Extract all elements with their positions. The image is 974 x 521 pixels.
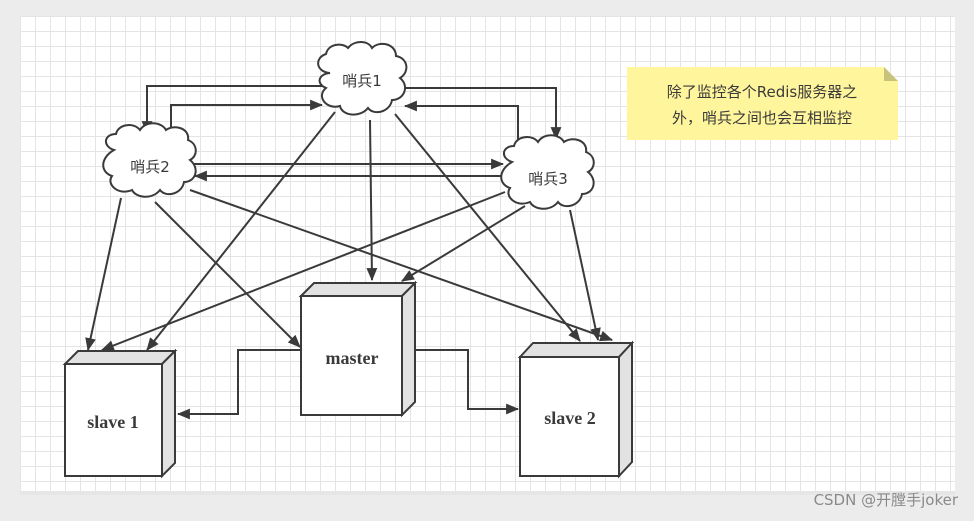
box-side-face — [618, 340, 633, 479]
box-front-face — [300, 295, 403, 416]
sentinel-node-s1[interactable]: 哨兵1 — [317, 41, 408, 116]
box-side-face — [161, 348, 176, 479]
edge-master-to-slave1 — [176, 349, 300, 420]
server-node-slave2[interactable]: slave 2 — [517, 340, 635, 479]
server-label-slave1: slave 1 — [87, 412, 139, 432]
server-label-slave2: slave 2 — [544, 408, 596, 428]
box-front-face — [64, 363, 163, 477]
edge-s3-to-slave2 — [569, 209, 601, 342]
edge-s1-to-master — [366, 119, 378, 282]
server-node-slave1[interactable]: slave 1 — [62, 348, 178, 479]
canvas-bottom-strip — [20, 491, 955, 495]
edge-s2-to-slave1 — [85, 197, 122, 352]
note-line-1: 除了监控各个Redis服务器之 — [667, 83, 857, 101]
edge-s3-to-master — [401, 205, 526, 282]
sentinel-label-s1: 哨兵1 — [342, 72, 382, 90]
cloud-icon — [317, 41, 408, 116]
edge-s3-to-s1 — [403, 100, 519, 146]
box-top-face — [517, 342, 635, 358]
sentinel-node-s2[interactable]: 哨兵2 — [102, 122, 197, 198]
sentinel-label-s3: 哨兵3 — [528, 170, 568, 188]
box-top-face — [298, 282, 418, 297]
edge-s1-to-s2 — [141, 85, 322, 135]
note-line-2: 外，哨兵之间也会互相监控 — [672, 109, 852, 127]
server-label-master: master — [326, 348, 379, 368]
note-body — [627, 67, 898, 140]
sentinel-label-s2: 哨兵2 — [130, 158, 170, 176]
server-node-master[interactable]: master — [298, 280, 418, 418]
watermark: CSDN @开膛手joker — [813, 491, 958, 509]
box-top-face — [62, 350, 178, 365]
cloud-icon — [500, 134, 595, 210]
edge-s1-to-s3 — [403, 87, 562, 141]
box-front-face — [519, 356, 620, 477]
edge-s1-to-slave2 — [394, 113, 581, 342]
note-fold-icon — [884, 67, 898, 81]
sentinel-node-s3[interactable]: 哨兵3 — [500, 134, 595, 210]
edge-s3-to-slave1 — [100, 191, 506, 351]
edge-master-to-slave2 — [416, 349, 520, 415]
edge-s1-to-slave1 — [146, 111, 336, 351]
note-callout[interactable]: 除了监控各个Redis服务器之 外，哨兵之间也会互相监控 — [627, 67, 898, 140]
edge-s2-to-slave2 — [189, 189, 614, 342]
box-side-face — [401, 280, 416, 418]
edge-s2-to-s1 — [170, 99, 324, 140]
edge-s2-to-master — [154, 201, 301, 348]
cloud-icon — [102, 122, 197, 198]
